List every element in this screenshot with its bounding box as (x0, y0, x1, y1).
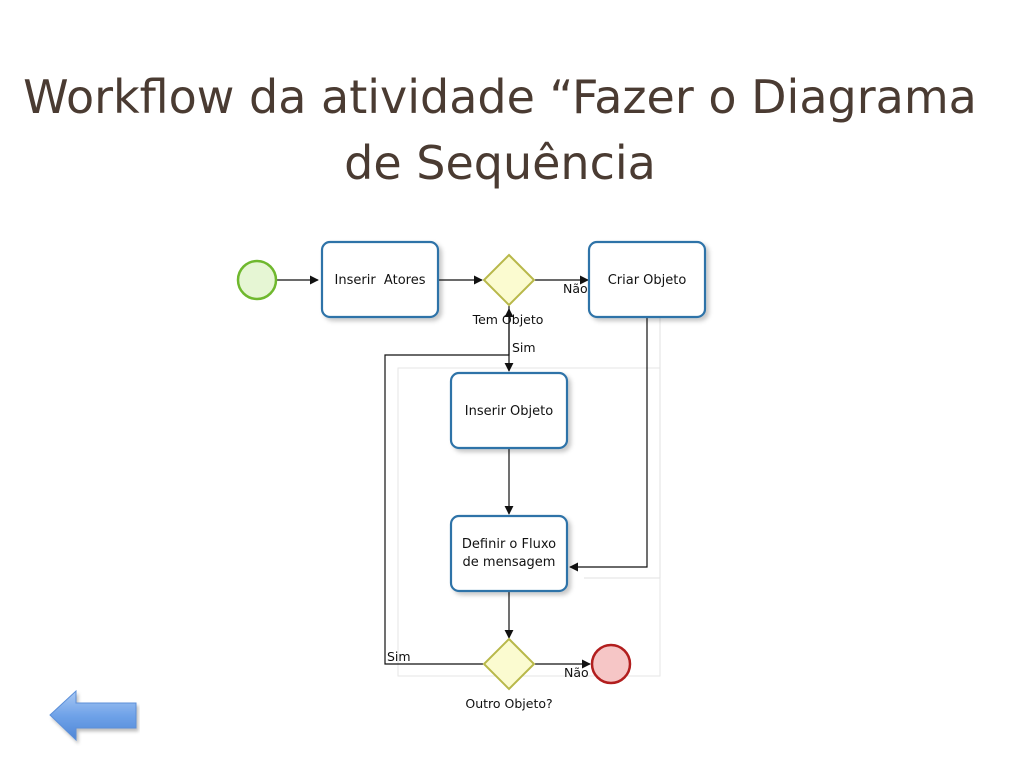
ghost-connector (584, 318, 661, 579)
flow-criar-objeto-to-definir-fluxo (569, 318, 648, 572)
gateway-tem-objeto (482, 253, 536, 307)
left-arrow-icon (49, 689, 137, 742)
task-label-inserir-atores: Inserir Atores (335, 273, 426, 288)
end-event (590, 643, 632, 685)
flow-label-nao-bottom: Não (564, 665, 589, 680)
gateway-outro-objeto (482, 637, 536, 691)
flow-label-sim-loop: Sim (387, 649, 411, 664)
slide-title: Workflow da atividade “Fazer o Diagrama … (0, 64, 1000, 196)
flow-label-sim-top: Sim (512, 340, 536, 355)
title-line-2: de Sequência (344, 136, 656, 190)
task-label-definir-fluxo-line-1: Definir o Fluxo (462, 537, 556, 552)
gateway-label-tem-objeto: Tem Objeto (472, 312, 544, 327)
flow-loop-outro-objeto-to-tem-objeto (384, 308, 514, 665)
start-event (236, 259, 278, 301)
task-label-definir-fluxo-line-2: de mensagem (463, 555, 556, 570)
title-line-1: Workflow da atividade “Fazer o Diagrama (23, 70, 977, 124)
task-inserir-objeto: Inserir Objeto (449, 371, 569, 450)
flow-label-nao-top: Não (563, 281, 588, 296)
task-label-inserir-objeto: Inserir Objeto (465, 404, 553, 419)
task-definir-fluxo: Definir o Fluxo de mensagem (449, 514, 569, 593)
gateway-label-outro-objeto: Outro Objeto? (465, 696, 552, 711)
task-inserir-atores: Inserir Atores (320, 240, 440, 319)
task-criar-objeto: Criar Objeto (587, 240, 707, 319)
back-button[interactable] (48, 688, 140, 746)
task-label-criar-objeto: Criar Objeto (608, 273, 687, 288)
